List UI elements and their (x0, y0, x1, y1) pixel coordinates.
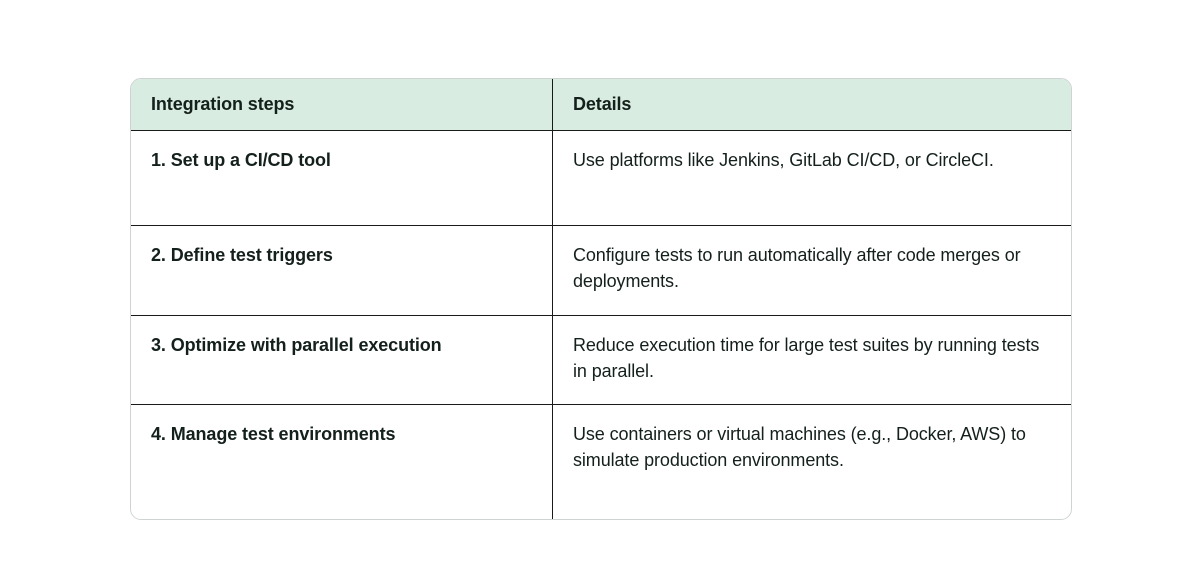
cell-step-1: 1. Set up a CI/CD tool (131, 131, 553, 227)
column-header-integration-steps: Integration steps (131, 79, 553, 132)
table-row: 2. Define test triggers Configure tests … (131, 226, 1071, 316)
table-header-row: Integration steps Details (131, 79, 1071, 132)
table-header: Integration steps Details (131, 79, 1071, 132)
cell-detail-3: Reduce execution time for large test sui… (553, 316, 1071, 405)
cell-detail-2: Configure tests to run automatically aft… (553, 226, 1071, 316)
table-row: 3. Optimize with parallel execution Redu… (131, 315, 1071, 405)
cell-step-3: 3. Optimize with parallel execution (131, 315, 553, 405)
table-body: 1. Set up a CI/CD tool Use platforms lik… (131, 131, 1071, 519)
table-row: 1. Set up a CI/CD tool Use platforms lik… (131, 131, 1071, 227)
cell-detail-1: Use platforms like Jenkins, GitLab CI/CD… (553, 131, 1071, 227)
cell-step-2: 2. Define test triggers (131, 226, 553, 316)
column-header-details: Details (553, 79, 1071, 132)
integration-steps-table: Integration steps Details 1. Set up a CI… (130, 78, 1072, 520)
cell-detail-4: Use containers or virtual machines (e.g.… (573, 423, 1026, 470)
table-row: 4. Manage test environments Use containe… (131, 404, 1071, 519)
cell-step-4: 4. Manage test environments (131, 404, 553, 519)
integration-steps-table-container: Integration steps Details 1. Set up a CI… (130, 78, 1072, 520)
